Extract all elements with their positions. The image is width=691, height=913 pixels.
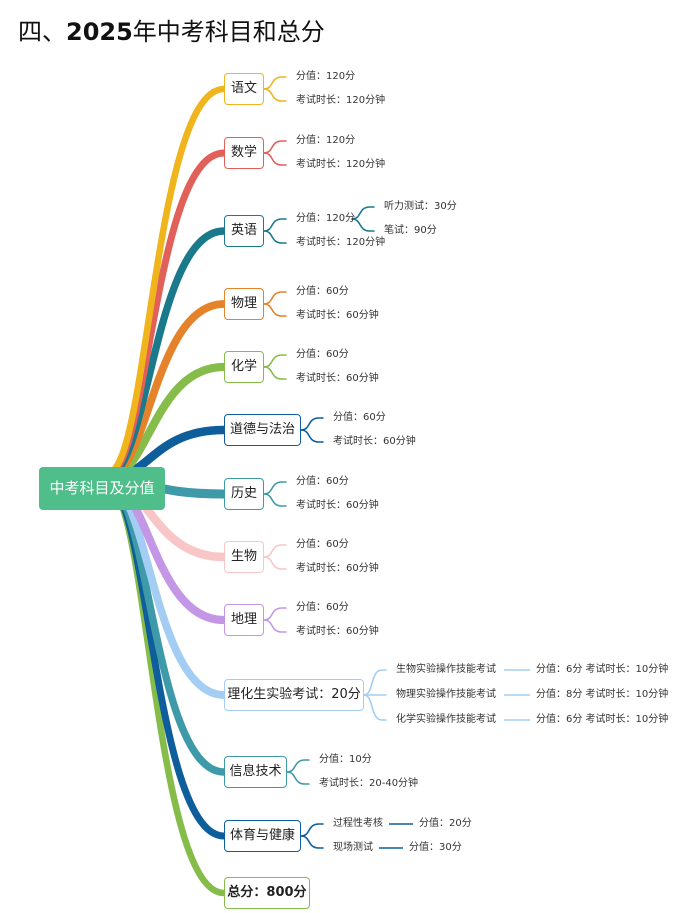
root-node: 中考科目及分值 [39, 467, 165, 510]
subject-11-item-0-name: 过程性考核 [333, 818, 383, 829]
subject-6-item-1: 考试时长：60分钟 [296, 500, 379, 511]
subject-node-1: 数学 [224, 137, 264, 169]
subject-11-connector-0 [300, 823, 324, 837]
subject-8-item-1: 考试时长：60分钟 [296, 626, 379, 637]
subject-8-connector-1 [263, 619, 287, 633]
subject-4-item-0: 分值：60分 [296, 349, 349, 360]
subject-node-6: 历史 [224, 478, 264, 510]
subject-9-item-1-detail: 分值：8分 考试时长：10分钟 [536, 689, 669, 700]
subject-1-connector-0 [263, 140, 287, 154]
branch-11 [104, 482, 228, 840]
subject-11-connector-1 [300, 835, 324, 849]
subject-2-item-1: 考试时长：120分钟 [296, 237, 386, 248]
subject-0-connector-0 [263, 76, 287, 90]
subject-node-5: 道德与法治 [224, 414, 301, 446]
subject-10-item-0: 分值：10分 [319, 754, 372, 765]
subject-9-connector-0 [363, 669, 387, 696]
subject-node-12: 总分：800分 [224, 877, 310, 909]
subject-5-connector-1 [300, 429, 324, 443]
subject-2-connector-1 [263, 230, 287, 244]
subject-2-sub-0: 听力测试：30分 [384, 201, 457, 212]
subject-node-9: 理化生实验考试：20分 [224, 679, 364, 711]
heading-year: 2025 [66, 18, 133, 46]
subject-node-4: 化学 [224, 351, 264, 383]
subject-7-item-1: 考试时长：60分钟 [296, 563, 379, 574]
subject-node-2: 英语 [224, 215, 264, 247]
subject-node-11: 体育与健康 [224, 820, 301, 852]
subject-node-0: 语文 [224, 73, 264, 105]
subject-10-item-1: 考试时长：20-40分钟 [319, 778, 419, 789]
subject-9-item-1-name: 物理实验操作技能考试 [396, 689, 496, 700]
subject-4-connector-1 [263, 366, 287, 380]
subject-7-connector-1 [263, 556, 287, 570]
heading-prefix: 四、 [18, 18, 66, 46]
subject-5-item-0: 分值：60分 [333, 412, 386, 423]
subject-6-connector-1 [263, 493, 287, 507]
subject-node-10: 信息技术 [224, 756, 287, 788]
subject-1-item-0: 分值：120分 [296, 135, 356, 146]
subject-9-item-0-name: 生物实验操作技能考试 [396, 664, 496, 675]
subject-2-sub-1: 笔试：90分 [384, 225, 437, 236]
subject-1-connector-1 [263, 152, 287, 166]
subject-11-item-1-detail: 分值：30分 [409, 842, 462, 853]
subject-9-connector-2 [363, 694, 387, 721]
subject-3-connector-0 [263, 291, 287, 305]
subject-10-connector-0 [286, 759, 310, 773]
subject-3-item-1: 考试时长：60分钟 [296, 310, 379, 321]
subject-1-item-1: 考试时长：120分钟 [296, 159, 386, 170]
subject-4-item-1: 考试时长：60分钟 [296, 373, 379, 384]
subject-8-connector-0 [263, 607, 287, 621]
subject-6-connector-0 [263, 481, 287, 495]
subject-2-sub-connector-1 [351, 218, 375, 232]
subject-5-item-1: 考试时长：60分钟 [333, 436, 416, 447]
subject-2-sub-connector-0 [351, 206, 375, 220]
subject-9-item-2-name: 化学实验操作技能考试 [396, 714, 496, 725]
heading-suffix: 年中考科目和总分 [132, 18, 325, 46]
subject-6-item-0: 分值：60分 [296, 476, 349, 487]
subject-7-connector-0 [263, 544, 287, 558]
subject-7-item-0: 分值：60分 [296, 539, 349, 550]
subject-9-item-0-detail: 分值：6分 考试时长：10分钟 [536, 664, 669, 675]
subject-2-item-0: 分值：120分 [296, 213, 356, 224]
branch-0 [104, 85, 228, 477]
subject-8-item-0: 分值：60分 [296, 602, 349, 613]
subject-0-item-1: 考试时长：120分钟 [296, 95, 386, 106]
subject-11-item-0-detail: 分值：20分 [419, 818, 472, 829]
page-heading: 四、2025年中考科目和总分 [18, 12, 325, 47]
subject-3-connector-1 [263, 303, 287, 317]
subject-5-connector-0 [300, 417, 324, 431]
subject-0-connector-1 [263, 88, 287, 102]
subject-11-item-1-name: 现场测试 [333, 842, 373, 853]
subject-node-7: 生物 [224, 541, 264, 573]
subject-0-item-0: 分值：120分 [296, 71, 356, 82]
subject-node-3: 物理 [224, 288, 264, 320]
subject-2-connector-0 [263, 218, 287, 232]
subject-10-connector-1 [286, 771, 310, 785]
subject-node-8: 地理 [224, 604, 264, 636]
subject-9-item-2-detail: 分值：6分 考试时长：10分钟 [536, 714, 669, 725]
subject-4-connector-0 [263, 354, 287, 368]
subject-3-item-0: 分值：60分 [296, 286, 349, 297]
